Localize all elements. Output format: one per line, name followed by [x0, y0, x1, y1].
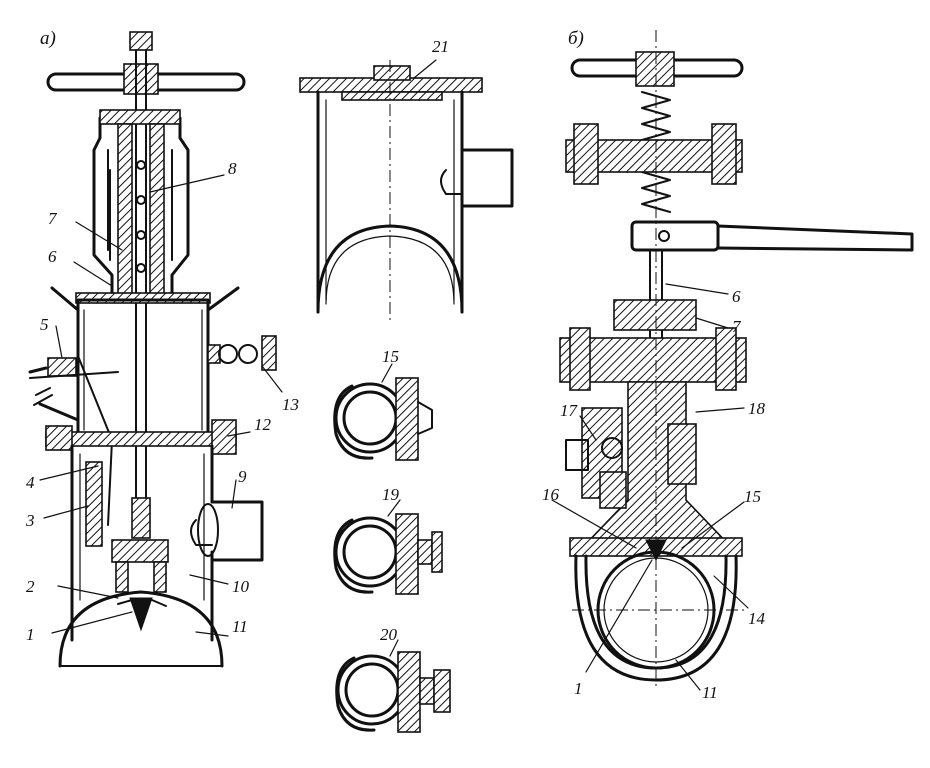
label-a-12: 12	[254, 415, 272, 434]
label-a-13: 13	[282, 395, 299, 414]
label-a-8: 8	[228, 159, 237, 178]
middle-tee-fitting	[299, 59, 514, 320]
middle-clamp-15	[333, 363, 433, 461]
label-b-16: 16	[542, 485, 560, 504]
label-a-1: 1	[26, 625, 35, 644]
label-mid-20: 20	[380, 625, 398, 644]
label-a-3: 3	[25, 511, 35, 530]
label-a-9: 9	[238, 467, 247, 486]
label-mid-19: 19	[382, 485, 400, 504]
panel-b-valve-assembly	[559, 30, 914, 690]
label-b-18: 18	[748, 399, 766, 418]
label-mid-15: 15	[382, 347, 399, 366]
panel-b-title: б)	[568, 28, 584, 49]
label-a-7: 7	[48, 209, 58, 228]
panel-a-valve-assembly	[28, 31, 277, 668]
middle-clamp-20	[335, 639, 451, 733]
label-a-11: 11	[232, 617, 248, 636]
label-mid-21: 21	[432, 37, 449, 56]
label-a-6: 6	[48, 247, 57, 266]
label-b-11: 11	[702, 683, 718, 702]
middle-clamp-19	[333, 499, 443, 595]
label-b-15: 15	[744, 487, 761, 506]
label-b-7: 7	[732, 317, 742, 336]
label-b-17: 17	[560, 401, 579, 420]
label-a-4: 4	[26, 473, 35, 492]
panel-a-title: a)	[40, 28, 56, 49]
label-a-2: 2	[26, 577, 35, 596]
label-b-6: 6	[732, 287, 741, 306]
label-a-10: 10	[232, 577, 250, 596]
label-b-1: 1	[574, 679, 583, 698]
panel-a-leaders	[39, 174, 283, 637]
panel-b-leaders	[551, 283, 749, 691]
label-b-14: 14	[748, 609, 766, 628]
label-a-5: 5	[40, 315, 49, 334]
